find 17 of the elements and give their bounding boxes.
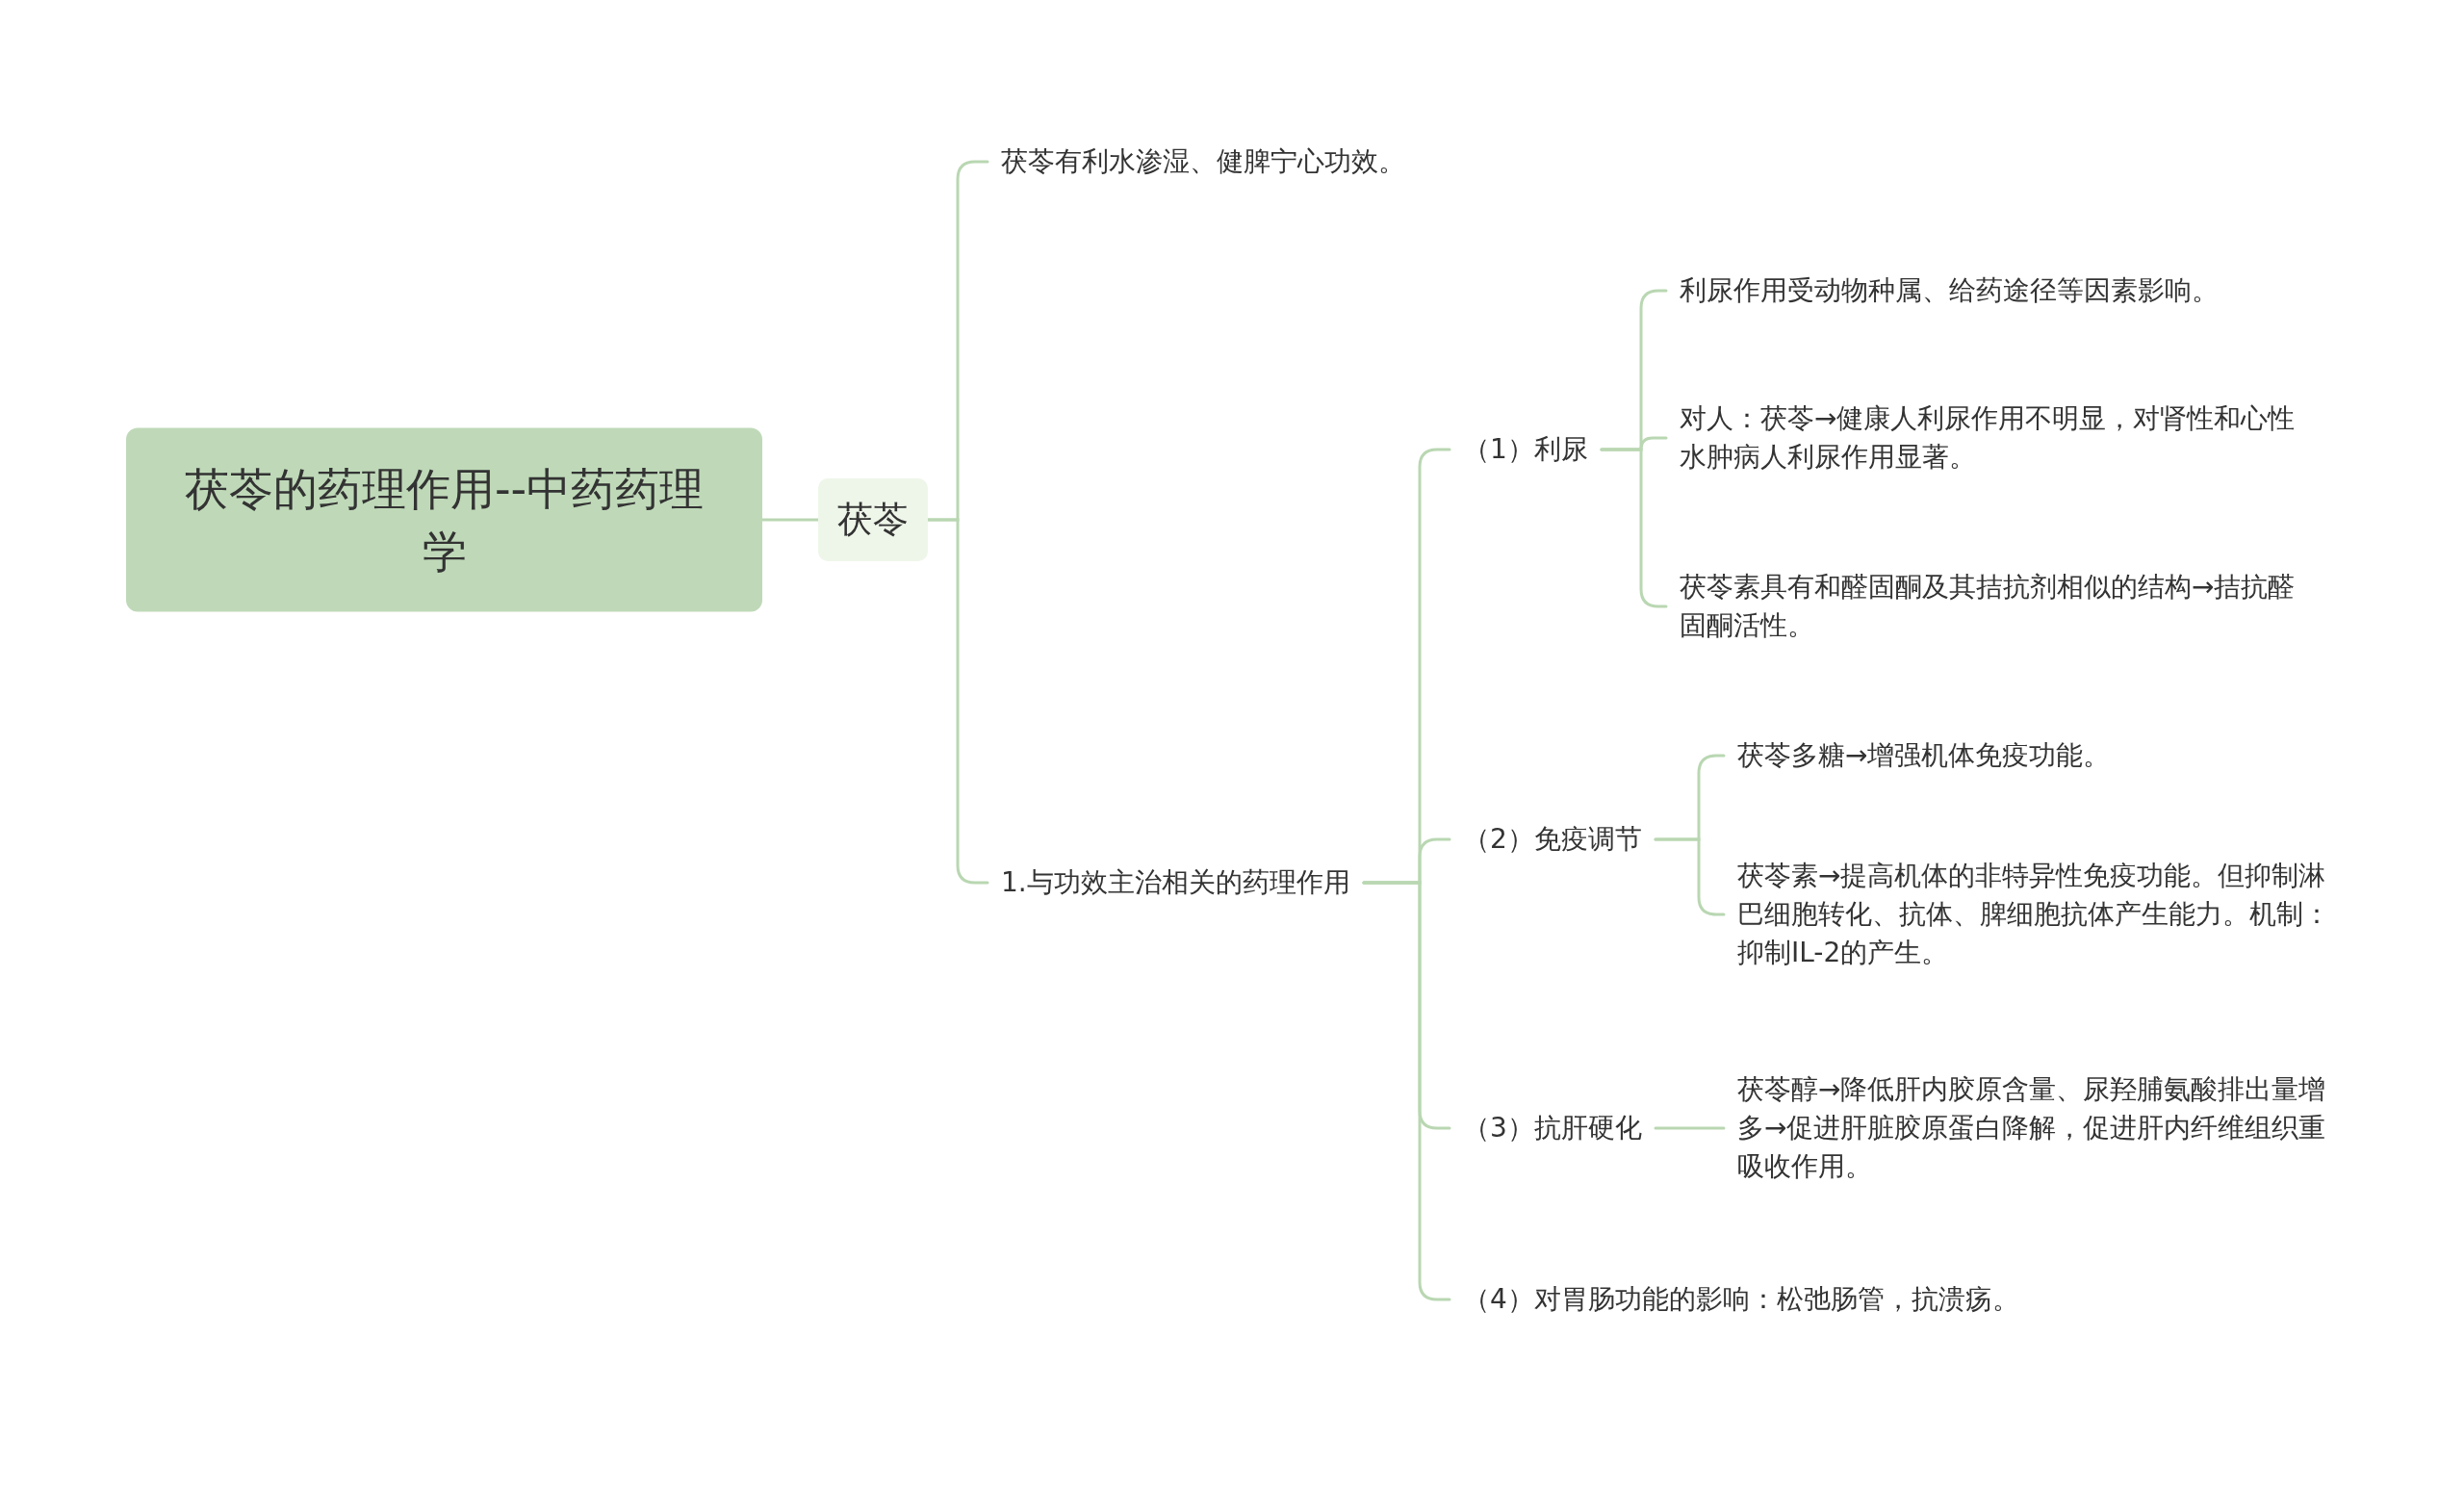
central-topic-box: 茯苓的药理作用--中药药理学 — [126, 427, 762, 612]
connector-line — [926, 518, 989, 885]
topic-text: 茯苓素具有和醛固酮及其拮抗剂相似的结构→拮抗醛固酮活性。 — [1680, 568, 2296, 645]
topic-text: 茯苓多糖→增强机体免疫功能。 — [1737, 736, 2111, 775]
topic-text: （1）利尿 — [1463, 430, 1588, 469]
topic-text: 对人：茯苓→健康人利尿作用不明显，对肾性和心性水肿病人利尿作用显著。 — [1680, 399, 2296, 476]
topic-text: 利尿作用受动物种属、给药途径等因素影响。 — [1680, 271, 2219, 310]
connector-line — [760, 518, 820, 522]
topic-text: 茯苓有利水渗湿、健脾宁心功效。 — [1001, 142, 1405, 181]
topic-text: （4）对胃肠功能的影响：松弛肠管，抗溃疡。 — [1463, 1280, 2019, 1319]
connector-line — [1654, 1126, 1726, 1130]
topic-box: 茯苓 — [818, 478, 928, 561]
topic-text: 茯苓醇→降低肝内胶原含量、尿羟脯氨酸排出量增多→促进肝脏胶原蛋白降解，促进肝内纤维组织重吸收作用。 — [1737, 1070, 2344, 1186]
topic-text: 茯苓素→提高机体的非特异性免疫功能。但抑制淋巴细胞转化、抗体、脾细胞抗体产生能力。机制：抑制IL-2的产生。 — [1737, 857, 2344, 972]
topic-text: 1.与功效主治相关的药理作用 — [1001, 863, 1350, 902]
topic-text: （3）抗肝硬化 — [1463, 1109, 1642, 1147]
topic-text: （2）免疫调节 — [1463, 820, 1642, 859]
